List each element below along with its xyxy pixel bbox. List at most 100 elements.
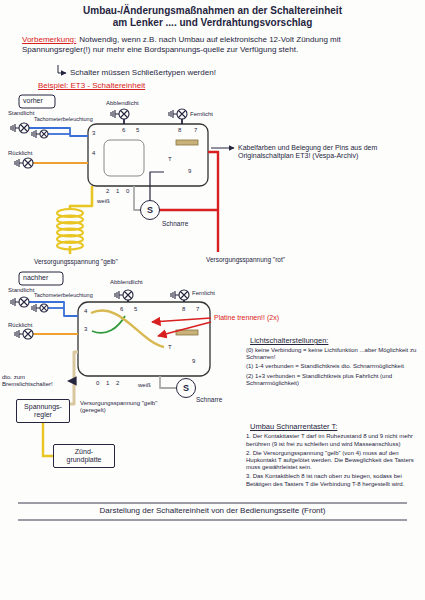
wire xyxy=(29,128,88,136)
lamp-label: Rücklicht xyxy=(8,322,32,329)
pin-number: 8 xyxy=(178,127,181,134)
node-text: Zünd-grundplatte xyxy=(58,448,110,464)
switch-housing xyxy=(88,124,208,186)
lamp-symbol xyxy=(115,291,123,299)
lamp-symbol xyxy=(181,292,188,299)
lamp-symbol xyxy=(41,305,47,311)
lamp-symbol xyxy=(25,160,32,167)
lamp-symbol xyxy=(179,111,186,118)
cut-arrow xyxy=(152,318,211,322)
pin-number: 1 xyxy=(116,188,119,195)
lamp-symbol xyxy=(40,130,48,138)
lamp-symbol xyxy=(123,290,133,300)
lamp-symbol xyxy=(32,130,40,138)
list-item: (2) 1+3 verbunden = Standlichtkreis plus… xyxy=(246,373,418,387)
state-label: nachher xyxy=(23,274,48,282)
list-item: (1) 1-4 verbunden = Standlichtkreis dto.… xyxy=(246,363,418,370)
cut-arrow xyxy=(152,318,211,336)
list-item: 2. Die Versorgungsspannung "gelb" (von 4… xyxy=(246,450,418,472)
section-heading: Beispiel: ET3 - Schaltereinheit xyxy=(38,81,145,91)
lamp-symbol xyxy=(15,330,23,338)
pin-number: 1 xyxy=(106,380,109,387)
wire-label: Versorgungsspannung "gelb" xyxy=(34,258,118,266)
buzzer-circle: S xyxy=(176,378,196,398)
wire xyxy=(91,311,164,347)
lamp-symbol xyxy=(15,158,33,168)
lamp-symbol xyxy=(32,130,48,138)
component-box: Spannungs-regler xyxy=(16,399,70,423)
switch-housing xyxy=(78,302,210,376)
wire xyxy=(70,186,92,210)
pin-number: 6 xyxy=(122,127,125,134)
switch-housing xyxy=(78,302,210,376)
rule-line xyxy=(18,503,407,504)
pin-number: 2 xyxy=(106,188,109,195)
note-text: Kabelfarben und Belegung der Pins aus de… xyxy=(238,144,416,161)
lamp-symbol xyxy=(11,123,29,133)
pin-number: 6 xyxy=(120,306,123,313)
warning-note: Platine trennen!! (2x) xyxy=(214,314,279,322)
note-text: Notwendig, wenn z.B. nach Umbau auf elek… xyxy=(22,35,402,54)
note-arrow xyxy=(211,148,234,149)
pin-number: 9 xyxy=(192,358,195,365)
wire xyxy=(158,209,218,211)
lamp-symbol xyxy=(21,125,28,132)
list-item: 1. Der Kontakttaster T darf im Ruhezusta… xyxy=(246,433,418,447)
lamp-symbol xyxy=(171,291,179,299)
pin-number: 4 xyxy=(92,150,95,157)
lamp-label: Tachometerbeleuchtung xyxy=(34,116,93,123)
lamp-symbol xyxy=(177,109,187,119)
state-box xyxy=(19,95,55,108)
pin-number: 2 xyxy=(116,380,119,387)
lamp-symbol xyxy=(125,292,132,299)
pin-number: 8 xyxy=(182,306,185,313)
lamp-symbol xyxy=(23,158,33,168)
lamp-label: Standlicht xyxy=(8,287,34,294)
buzzer-circle: S xyxy=(140,200,160,220)
lamp-label: Rücklicht xyxy=(8,150,32,157)
lamp-symbol xyxy=(11,109,189,339)
state-box xyxy=(19,95,63,285)
lamp-symbol xyxy=(111,109,129,119)
pin-number: 3 xyxy=(84,326,87,333)
component-box: Zünd-grundplatte xyxy=(53,444,115,468)
list-item: 3. Das Kontaktblech 8 ist nach oben zu b… xyxy=(246,473,418,487)
lamp-symbol xyxy=(40,304,48,312)
lamp-symbol xyxy=(23,329,33,339)
wire-connector xyxy=(43,423,53,456)
page-title: Umbau-/Änderungsmaßnahmen an der Schalte… xyxy=(80,5,345,29)
lamp-symbol xyxy=(115,290,133,300)
note-text: Schalter müssen Schließertypen werden! xyxy=(70,68,216,78)
wire xyxy=(68,380,74,382)
wire-label: weiß xyxy=(138,382,151,389)
caption: Darstellung der Schaltereinheit von der … xyxy=(20,506,405,516)
wire xyxy=(33,162,88,164)
lamp-symbol xyxy=(41,131,47,137)
wire xyxy=(92,316,125,333)
lamp-symbol xyxy=(11,124,19,132)
wire xyxy=(66,352,78,404)
pin-number: 0 xyxy=(126,188,129,195)
pin-number: 5 xyxy=(134,306,137,313)
lamp-symbol xyxy=(19,297,29,307)
wire-label: Versorgungsspannung "rot" xyxy=(206,256,285,264)
lamp-symbol xyxy=(25,331,32,338)
lamp-symbol xyxy=(11,297,29,307)
section-heading: Umbau Schnarrentaster T: xyxy=(250,422,337,431)
part-label: Schnarre xyxy=(196,396,222,404)
pin-number: 3 xyxy=(92,130,95,137)
cut-arrow xyxy=(158,322,211,336)
lamp-symbol xyxy=(169,110,177,118)
node-text: S xyxy=(147,205,153,215)
lamp-symbol xyxy=(32,304,48,312)
lamp-symbol xyxy=(32,304,40,312)
lamp-symbol xyxy=(21,299,28,306)
state-label: vorher xyxy=(23,97,43,105)
wire xyxy=(48,307,64,309)
lamp-symbol xyxy=(179,290,189,300)
section-heading: Lichtschalterstellungen: xyxy=(250,336,328,345)
list-item: (0) keine Verbindung = keine Lichtfunkti… xyxy=(246,347,418,361)
lamp-label: Fernlicht xyxy=(190,111,213,118)
wire xyxy=(29,119,218,254)
